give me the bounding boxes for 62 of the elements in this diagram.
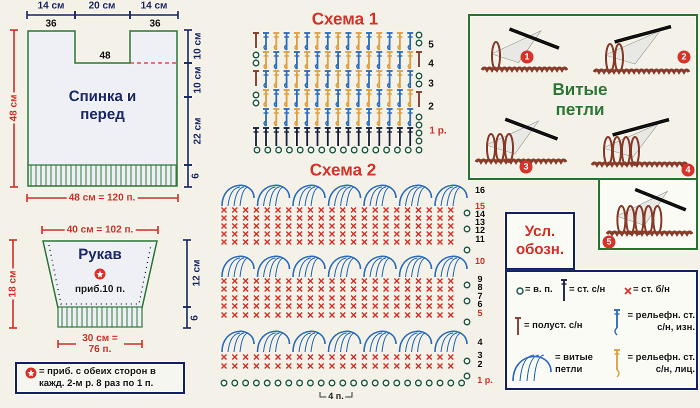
row-number: 3 <box>428 78 434 90</box>
piece-title: Рукав <box>77 246 123 263</box>
legend-label: = ст. с/н <box>569 284 606 296</box>
repeat-label: 4 п. <box>326 392 346 402</box>
heading-box <box>505 212 575 270</box>
stitch-count: 36 <box>149 18 161 30</box>
row-number: 15 <box>475 202 485 212</box>
legend-label: = ст. б/н <box>633 284 670 296</box>
row-number: 12 <box>475 226 485 236</box>
legend-label: = в. п. <box>525 284 553 296</box>
row-number: 4 <box>428 58 434 70</box>
legend-title: Усл. обозн. <box>514 223 566 259</box>
row-number: 7 <box>478 292 482 302</box>
row-number: 3 <box>478 351 482 360</box>
row-number: 2 <box>428 102 434 112</box>
step-number: 1 <box>520 50 534 64</box>
piece-title: Спинка и перед <box>68 88 138 124</box>
dimension-label: 10 см <box>192 66 204 94</box>
step-number: 4 <box>682 164 694 176</box>
row-number: 13 <box>475 218 485 228</box>
step-number: 2 <box>678 50 690 64</box>
chart-title: Схема 1 <box>312 10 378 30</box>
dimension-label: 30 см = 76 п. <box>76 333 124 355</box>
chart-title: Схема 2 <box>310 162 376 180</box>
legend-label: = рельефн. ст. с/н, лиц. <box>626 352 695 376</box>
row-number: 1 р. <box>477 376 493 386</box>
increase-note: приб.10 п. <box>74 284 126 295</box>
dimension-label: 10 см <box>192 32 204 60</box>
row-number: 1 р. <box>429 126 447 136</box>
illustration-panel <box>468 14 698 180</box>
dimension-label: 6 <box>190 173 202 179</box>
row-number: 5 <box>478 309 482 319</box>
row-number: 11 <box>475 235 485 245</box>
dimension-label: 6 <box>190 315 200 321</box>
legend-label: = полуст. с/н <box>524 320 582 332</box>
dimension-label: 48 см <box>8 92 20 124</box>
dimension-label: 14 см <box>140 0 168 12</box>
dimension-label: 12 см <box>192 260 202 286</box>
row-number: 6 <box>478 300 482 310</box>
stitch-count: 36 <box>45 18 57 30</box>
row-number: 4 <box>478 338 482 348</box>
row-number: 5 <box>428 40 434 50</box>
row-number: 2 <box>478 360 482 370</box>
legend-label: = рельефн. ст. с/н, изн. <box>626 310 695 334</box>
panel-title: Витые петли <box>551 80 609 120</box>
legend-label: = витые петли <box>555 352 594 376</box>
note-text: = приб. с обеих сторон в кажд. 2-м р. 8 раз по 1 п. <box>39 366 157 390</box>
row-number: 10 <box>475 257 485 267</box>
stitch-count: 48 <box>99 50 111 62</box>
dimension-label: 20 см <box>88 0 116 12</box>
dimension-label: 18 см <box>8 268 18 300</box>
row-number: 8 <box>478 283 482 292</box>
row-number: 14 <box>475 210 485 220</box>
dimension-label: 14 см <box>38 0 64 12</box>
pattern-piece <box>27 30 178 187</box>
row-number: 16 <box>475 186 485 196</box>
pattern-piece <box>42 240 158 328</box>
dimension-label: 48 см = 120 п. <box>66 192 138 204</box>
step-number: 3 <box>520 160 532 174</box>
dimension-label: 40 см = 102 п. <box>64 224 136 236</box>
row-number: 9 <box>478 275 482 284</box>
dimension-label: 22 см <box>192 118 204 144</box>
